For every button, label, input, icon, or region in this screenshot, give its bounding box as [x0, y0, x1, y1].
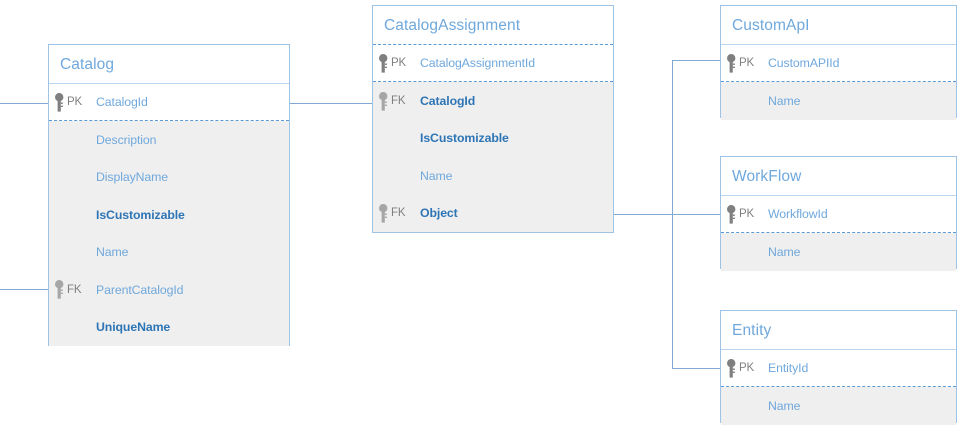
connector-trunk-to-workflow — [672, 214, 721, 216]
field-name: EntityId — [768, 361, 809, 376]
field-name: Name — [768, 245, 801, 260]
connector-catalog-self-top — [0, 103, 50, 105]
entity-entity-fields: PK EntityId Name — [721, 350, 956, 425]
key-label: PK — [67, 96, 82, 109]
table-row[interactable]: FK CatalogId — [373, 82, 613, 120]
table-row[interactable]: Name — [49, 233, 289, 271]
table-row[interactable]: Description — [49, 121, 289, 159]
key-icon — [55, 92, 64, 112]
field-name: CustomAPIId — [768, 56, 840, 71]
key-label: PK — [739, 362, 754, 375]
table-row[interactable]: IsCustomizable — [49, 196, 289, 234]
key-label: FK — [391, 207, 406, 220]
connector-catalog-self-bottom — [0, 289, 50, 291]
table-row[interactable]: Name — [721, 387, 956, 425]
table-row[interactable]: Name — [721, 233, 956, 271]
entity-catalogassignment-title: CatalogAssignment — [373, 6, 613, 45]
table-row[interactable]: UniqueName — [49, 308, 289, 346]
field-name: ParentCatalogId — [96, 282, 184, 297]
entity-customapi-fields: PK CustomAPIId Name — [721, 45, 956, 120]
connector-catalog-to-catalogassignment — [289, 103, 374, 105]
key-icon — [55, 280, 64, 299]
table-row[interactable]: PK WorkflowId — [721, 196, 956, 234]
field-name: CatalogId — [96, 95, 148, 110]
entity-customapi-title: CustomApI — [721, 6, 956, 45]
key-icon — [727, 53, 736, 73]
table-row[interactable]: IsCustomizable — [373, 119, 613, 158]
field-name: Object — [420, 206, 458, 221]
table-row[interactable]: DisplayName — [49, 158, 289, 197]
field-name: Name — [420, 168, 453, 183]
field-name: CatalogId — [420, 94, 476, 109]
key-cell: PK — [373, 53, 417, 73]
key-label: PK — [739, 208, 754, 221]
key-icon — [379, 53, 388, 73]
entity-catalogassignment[interactable]: CatalogAssignment PK CatalogAssignmentId — [372, 5, 614, 233]
entity-entity[interactable]: Entity PK EntityId Name — [720, 310, 957, 425]
key-label: FK — [391, 95, 406, 108]
key-cell: PK — [721, 358, 765, 378]
field-name: UniqueName — [96, 320, 171, 335]
table-row[interactable]: FK Object — [373, 194, 613, 232]
entity-workflow-fields: PK WorkflowId Name — [721, 196, 956, 271]
entity-entity-title: Entity — [721, 311, 956, 350]
table-row[interactable]: PK CatalogAssignmentId — [373, 45, 613, 83]
field-name: CatalogAssignmentId — [420, 56, 535, 71]
table-row[interactable]: Name — [721, 82, 956, 120]
field-name: Name — [96, 245, 129, 260]
key-cell: FK — [373, 91, 417, 111]
field-name: Name — [768, 94, 801, 109]
key-label: FK — [67, 283, 82, 296]
entity-catalog-fields: PK CatalogId Description DisplayName IsC… — [49, 84, 289, 346]
entity-workflow-title: WorkFlow — [721, 157, 956, 196]
field-name: Name — [768, 399, 801, 414]
key-cell: PK — [49, 92, 93, 112]
key-icon — [379, 203, 388, 223]
key-label: PK — [739, 57, 754, 70]
connector-trunk-to-entity — [672, 368, 721, 370]
key-cell: PK — [721, 204, 765, 224]
field-name: WorkflowId — [768, 207, 828, 222]
connector-object-stem — [612, 214, 673, 216]
entity-catalog-title: Catalog — [49, 45, 289, 84]
table-row[interactable]: PK EntityId — [721, 350, 956, 388]
key-icon — [727, 358, 736, 378]
key-cell: FK — [49, 280, 93, 299]
field-name: IsCustomizable — [96, 207, 185, 222]
connector-trunk-to-customapi — [672, 60, 721, 62]
field-name: DisplayName — [96, 170, 169, 185]
field-name: Description — [96, 133, 157, 148]
table-row[interactable]: PK CatalogId — [49, 84, 289, 122]
key-icon — [727, 204, 736, 224]
field-name: IsCustomizable — [420, 131, 509, 146]
table-row[interactable]: Name — [373, 157, 613, 195]
key-label: PK — [391, 57, 406, 70]
entity-customapi[interactable]: CustomApI PK CustomAPIId Name — [720, 5, 957, 120]
key-icon — [379, 91, 388, 111]
table-row[interactable]: PK CustomAPIId — [721, 45, 956, 83]
entity-catalog[interactable]: Catalog PK CatalogId Description — [48, 44, 290, 346]
key-cell: FK — [373, 203, 417, 223]
entity-catalogassignment-fields: PK CatalogAssignmentId FK CatalogId — [373, 45, 613, 232]
table-row[interactable]: FK ParentCatalogId — [49, 270, 289, 309]
entity-workflow[interactable]: WorkFlow PK WorkflowId Name — [720, 156, 957, 271]
key-cell: PK — [721, 53, 765, 73]
